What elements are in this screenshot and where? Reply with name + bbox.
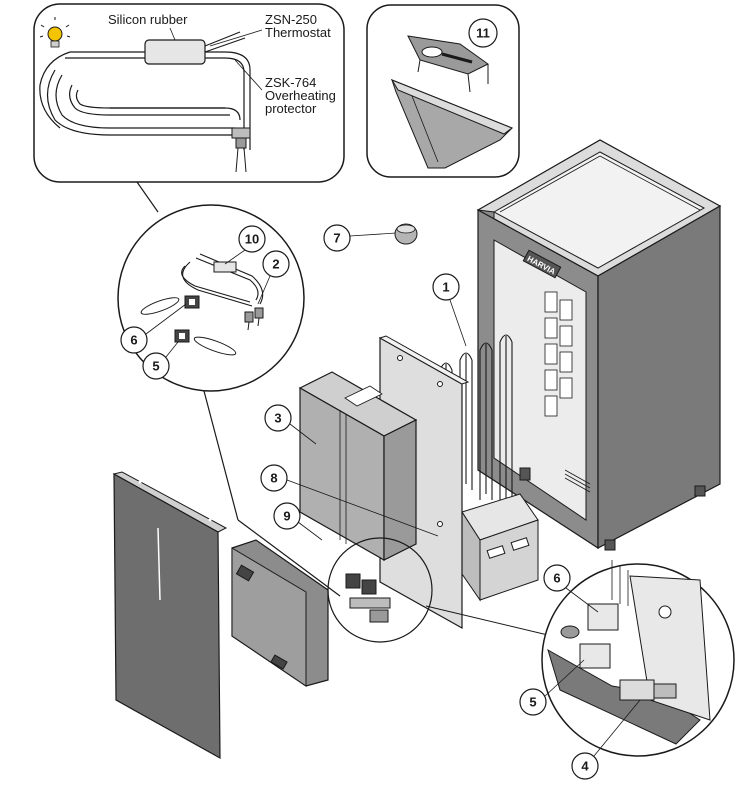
- leader-line: [234, 59, 263, 91]
- zoom-connector-line: [425, 605, 553, 637]
- detail-panel-thermostat: [33, 3, 345, 183]
- thermostat-sensor-part: [140, 295, 200, 315]
- brand-plate: [522, 249, 562, 279]
- stone-part: [394, 223, 418, 245]
- callout-circle-1: [432, 273, 460, 301]
- leader-line: [349, 232, 397, 237]
- detail-circle-parts: [117, 204, 305, 392]
- protector-label: protector: [265, 101, 317, 116]
- leader-line: [297, 521, 323, 541]
- callout-circle-8: [260, 464, 288, 492]
- callout-number-9: 9: [283, 509, 290, 524]
- callout-circle-5b: [519, 688, 547, 716]
- callout-circle-6: [120, 326, 148, 354]
- leader-line: [593, 699, 641, 757]
- callout-circle-5: [142, 352, 170, 380]
- callout-number-10: 10: [245, 232, 259, 247]
- leader-line: [165, 341, 179, 358]
- terminal-block-assembly: [345, 573, 391, 623]
- overheating-sensor-part: [174, 329, 237, 356]
- leader-line: [544, 659, 585, 697]
- callout-circle-10: [238, 225, 266, 253]
- small-terminals: [244, 307, 264, 331]
- leader-line: [224, 249, 246, 265]
- element-mounting-box: [461, 493, 539, 602]
- leader-line: [145, 303, 187, 335]
- terminal-fitting: [231, 127, 251, 173]
- callout-number-8: 8: [270, 471, 277, 486]
- callout-number-3: 3: [274, 411, 281, 426]
- callout-number-2: 2: [272, 257, 279, 272]
- leader-line: [257, 275, 271, 305]
- leader-line: [565, 587, 599, 613]
- side-cover-panel: [231, 539, 329, 687]
- callout-number-11: 11: [476, 26, 490, 41]
- zsk-model-label: ZSK-764: [265, 75, 316, 90]
- leader-line: [449, 299, 467, 347]
- callout-number-1: 1: [442, 280, 449, 295]
- overheating-label: Overheating: [265, 88, 336, 103]
- leader-line: [209, 29, 263, 47]
- callout-number-5a: 5: [152, 359, 159, 374]
- callout-circle-6b: [543, 564, 571, 592]
- silicon-rubber-label: Silicon rubber: [108, 12, 188, 27]
- sensor-closeup: [547, 560, 711, 745]
- callout-number-5b: 5: [529, 695, 536, 710]
- callout-circle-4: [571, 752, 599, 780]
- leader-line: [169, 27, 176, 41]
- callout-circle-2: [262, 250, 290, 278]
- callout-circle-11: [468, 18, 498, 48]
- shield-tray-part: [390, 78, 514, 169]
- bracket-part: [407, 35, 489, 93]
- callout-circle-9: [273, 502, 301, 530]
- sensor-wire: [204, 37, 246, 53]
- heater-cabinet: [476, 139, 722, 551]
- sensor-wire: [204, 31, 241, 47]
- zoom-source-circle: [327, 537, 433, 643]
- thermostat-label: Thermostat: [265, 25, 331, 40]
- front-door-panel: [112, 471, 228, 760]
- small-heating-element: [181, 253, 264, 307]
- connector-line: [136, 181, 159, 213]
- leader-line: [289, 423, 317, 445]
- leader-line: [286, 479, 439, 537]
- callout-number-7: 7: [333, 231, 340, 246]
- callout-number-4: 4: [581, 759, 589, 774]
- callout-number-6b: 6: [553, 571, 560, 586]
- connector-line: [237, 519, 341, 597]
- callout-circle-7: [323, 224, 351, 252]
- small-sensor-sleeve: [213, 261, 237, 273]
- zsn-model-label: ZSN-250: [265, 12, 317, 27]
- callout-number-6a: 6: [130, 333, 137, 348]
- heating-element-loop: [39, 51, 251, 150]
- connector-line: [203, 390, 239, 521]
- callout-circle-3: [264, 404, 292, 432]
- light-bulb-icon: [39, 17, 71, 48]
- inner-cover: [298, 371, 418, 562]
- sensor-sleeve: [144, 39, 206, 65]
